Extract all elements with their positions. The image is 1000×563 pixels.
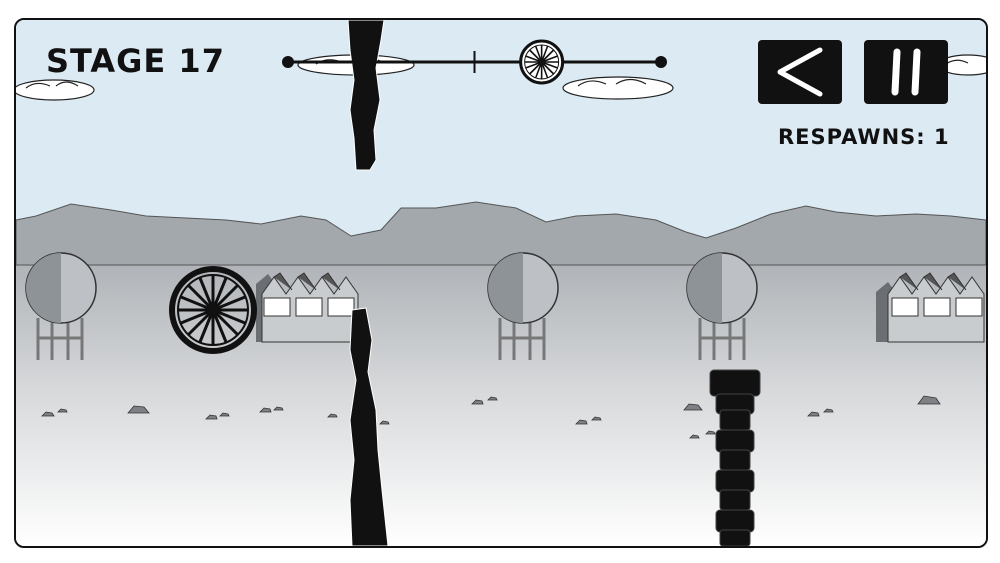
pause-button[interactable]: [864, 40, 948, 104]
game-viewport: STAGE 17 RESPAWNS: 1: [14, 18, 988, 548]
factory-building: [876, 272, 985, 343]
ground-rocks: [41, 395, 941, 439]
progress-wheel-marker: [519, 39, 565, 85]
water-tower: [686, 252, 758, 360]
water-tower: [25, 252, 97, 360]
player-wheel: [169, 266, 257, 354]
progress-start-dot: [282, 56, 294, 68]
water-tower: [487, 252, 559, 360]
cloud-left: [16, 79, 95, 101]
stacked-block-pillar: [709, 369, 761, 546]
cloud-right: [562, 76, 674, 100]
ground-spike-obstacle: [349, 307, 389, 546]
chevron-left-icon: [777, 47, 823, 97]
progress-end-dot: [655, 56, 667, 68]
factory-building: [256, 272, 359, 343]
respawns-counter: RESPAWNS: 1: [778, 125, 950, 149]
back-button[interactable]: [758, 40, 842, 104]
level-progress-bar: [282, 39, 667, 85]
hanging-obstacle: [347, 20, 385, 171]
pause-icon: [891, 48, 921, 96]
mountain-range: [16, 201, 986, 271]
stage-label: STAGE 17: [46, 42, 225, 80]
